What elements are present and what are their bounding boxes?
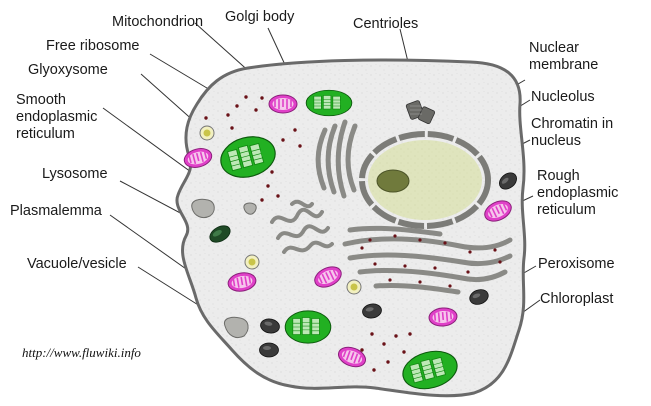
label-peroxisome: Peroxisome: [538, 256, 615, 272]
label-chloroplast: Chloroplast: [540, 291, 614, 307]
glyoxysome: [199, 125, 215, 141]
nucleus: [359, 131, 491, 229]
free-ribosomes: [204, 95, 412, 372]
label-lysosome: Lysosome: [42, 166, 108, 182]
rough-er-ribosomes: [360, 234, 502, 288]
peroxisome: [259, 342, 279, 358]
label-glyoxysome: Glyoxysome: [28, 62, 108, 78]
vacuole-vesicle: [191, 198, 257, 339]
label-golgi-body: Golgi body: [225, 9, 295, 25]
label-vacuole-vesicle: Vacuole/vesicle: [27, 256, 127, 272]
rough-er: [342, 225, 513, 295]
glyoxysome: [346, 279, 362, 295]
label-chromatin: Chromatin in nucleus: [531, 116, 614, 149]
label-centrioles: Centrioles: [353, 16, 419, 32]
label-rough-er: Rough endoplasmic reticulum: [537, 168, 619, 218]
centrioles: [405, 100, 436, 125]
nucleolus: [376, 169, 410, 193]
golgi-body: [315, 119, 358, 199]
lysosome: [209, 225, 231, 243]
label-nuclear-membrane: Nuclear membrane: [529, 40, 599, 73]
label-free-ribosome: Free ribosome: [46, 38, 140, 54]
label-mitochondrion: Mitochondrion: [112, 14, 204, 30]
label-smooth-er: Smooth endoplasmic reticulum: [16, 92, 98, 142]
chloroplast: [284, 310, 332, 344]
chloroplast: [305, 89, 353, 117]
label-nucleolus: Nucleolus: [531, 89, 595, 105]
glyoxysome: [244, 254, 260, 270]
label-plasmalemma: Plasmalemma: [10, 203, 102, 219]
smooth-er: [270, 199, 334, 254]
mitochondrion: [268, 94, 298, 114]
credit-url: http://www.fluwiki.info: [22, 345, 141, 360]
